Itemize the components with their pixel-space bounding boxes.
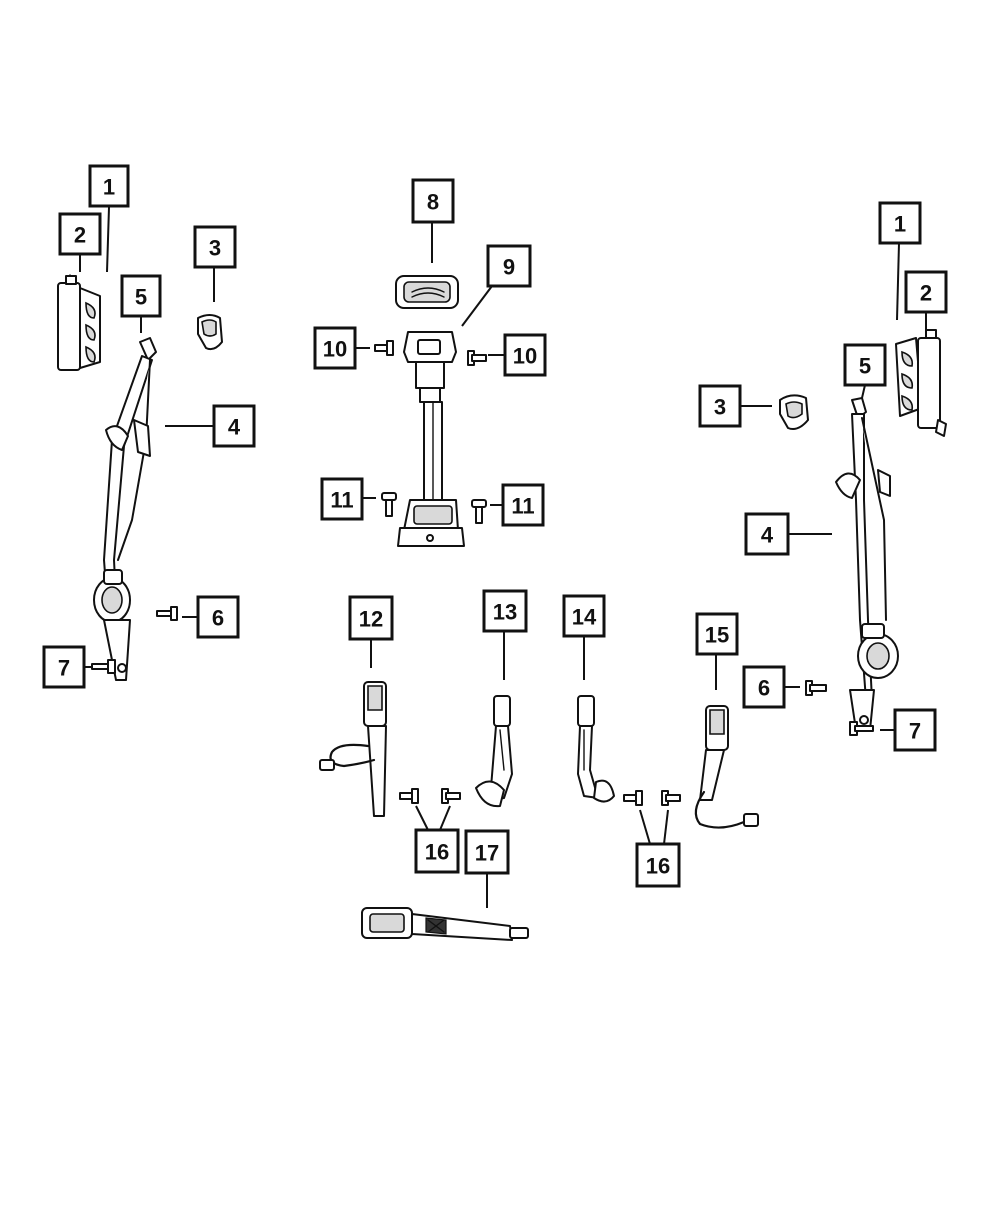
right-bolt-7 bbox=[849, 721, 874, 736]
callout-box: 16 bbox=[635, 842, 681, 888]
left-bolt-7 bbox=[91, 659, 116, 674]
callout-label: 6 bbox=[212, 606, 224, 631]
callout-box: 4 bbox=[212, 404, 256, 448]
callout-label: 3 bbox=[209, 236, 221, 261]
callout-box: 12 bbox=[348, 595, 394, 641]
callout-box: 4 bbox=[744, 512, 790, 556]
callout-label: 14 bbox=[572, 605, 597, 630]
bolts-16-right-pair bbox=[623, 790, 681, 806]
buckle-assembly-14 bbox=[577, 695, 615, 803]
buckle-assembly-13 bbox=[475, 695, 513, 808]
callout-box: 3 bbox=[698, 384, 742, 428]
buckle-assembly-12 bbox=[319, 681, 387, 817]
center-bezel bbox=[395, 275, 459, 309]
callout-box: 5 bbox=[843, 343, 887, 387]
callout-box: 2 bbox=[58, 212, 102, 256]
buckle-assembly-15 bbox=[694, 705, 759, 829]
right-trim-cover bbox=[779, 394, 809, 430]
callout-box: 11 bbox=[501, 483, 545, 527]
callout-label: 9 bbox=[503, 255, 515, 280]
callout-label: 5 bbox=[135, 285, 147, 310]
callout-box: 7 bbox=[893, 708, 937, 752]
callout-label: 17 bbox=[475, 841, 499, 866]
callout-box: 9 bbox=[486, 244, 532, 288]
left-height-adjuster bbox=[57, 274, 101, 371]
callout-box: 10 bbox=[313, 326, 357, 370]
right-bolt-6 bbox=[805, 680, 827, 696]
right-height-adjuster bbox=[895, 329, 947, 437]
left-bolt-6 bbox=[156, 606, 178, 621]
callout-label: 2 bbox=[74, 223, 86, 248]
callout-box: 17 bbox=[464, 829, 510, 875]
belt-end-17 bbox=[361, 907, 529, 941]
callout-box: 14 bbox=[562, 594, 606, 638]
callout-label: 1 bbox=[894, 212, 906, 237]
center-retractor-tower bbox=[397, 331, 465, 547]
callout-box: 5 bbox=[120, 274, 162, 318]
callout-label: 1 bbox=[103, 175, 115, 200]
callout-box: 3 bbox=[193, 225, 237, 269]
callout-box: 2 bbox=[904, 270, 948, 314]
callout-label: 7 bbox=[909, 719, 921, 744]
callout-label: 2 bbox=[920, 281, 932, 306]
callout-label: 16 bbox=[425, 840, 449, 865]
center-bolt-10-right bbox=[467, 350, 487, 366]
callout-label: 11 bbox=[330, 488, 353, 513]
center-bolt-10-left bbox=[374, 340, 394, 356]
center-bolt-11-left bbox=[381, 492, 397, 517]
callout-label: 4 bbox=[761, 523, 774, 548]
center-bolt-11-right bbox=[471, 499, 487, 524]
callout-label: 16 bbox=[646, 854, 670, 879]
callout-box: 6 bbox=[742, 665, 786, 709]
callout-box: 11 bbox=[320, 477, 364, 521]
callout-label: 10 bbox=[513, 344, 537, 369]
callout-label: 15 bbox=[705, 623, 729, 648]
right-seat-belt-assembly bbox=[835, 397, 899, 731]
bolts-16-left-pair bbox=[399, 788, 461, 804]
callout-label: 7 bbox=[58, 656, 70, 681]
callout-box: 8 bbox=[411, 178, 455, 224]
callout-box: 10 bbox=[503, 333, 547, 377]
callout-label: 6 bbox=[758, 676, 770, 701]
callout-label: 4 bbox=[228, 415, 241, 440]
callout-label: 13 bbox=[493, 600, 517, 625]
callout-box: 7 bbox=[42, 645, 86, 689]
callout-box: 13 bbox=[482, 589, 528, 633]
callout-box: 15 bbox=[695, 612, 739, 656]
leader-lines bbox=[79, 206, 927, 908]
left-seat-belt-assembly bbox=[93, 337, 157, 681]
callout-label: 3 bbox=[714, 395, 726, 420]
callout-label: 10 bbox=[323, 337, 347, 362]
callout-label: 12 bbox=[359, 607, 383, 632]
callout-box: 6 bbox=[196, 595, 240, 639]
callout-box: 1 bbox=[88, 164, 130, 208]
callout-label: 5 bbox=[859, 354, 871, 379]
left-trim-cover bbox=[197, 314, 223, 351]
callout-label: 11 bbox=[511, 494, 534, 519]
callout-box: 1 bbox=[878, 201, 922, 245]
callout-box: 16 bbox=[414, 828, 460, 874]
callout-label: 8 bbox=[427, 190, 439, 215]
